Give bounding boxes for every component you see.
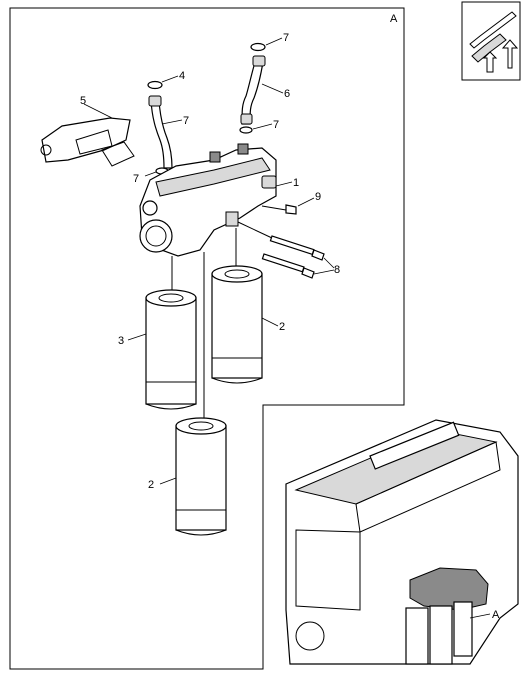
inset-filter-housing: [405, 567, 489, 665]
pipe-part-6: 6: [240, 55, 290, 125]
front-arrow-icon: [469, 11, 519, 73]
bolt-part-9: 9: [261, 191, 321, 215]
seal-ring-pipe5-top: 4: [147, 70, 185, 90]
callout-7-top: 7: [283, 32, 289, 44]
seal-ring-pipe6: 7: [239, 119, 279, 134]
oil-filter-part-2-upper: 2: [211, 265, 285, 384]
engine-block-icon: A: [285, 419, 519, 665]
callout-4: 5: [80, 95, 86, 107]
callout-2-lower: 2: [148, 479, 154, 491]
detail-frame: A: [9, 7, 405, 670]
orientation-box: [461, 1, 521, 81]
inset-label: A: [492, 609, 500, 621]
assembly-guide-lines: [171, 228, 237, 420]
callout-7-pipe5: 4: [179, 70, 185, 82]
callout-3: 3: [118, 335, 124, 347]
detail-frame-label: A: [390, 13, 398, 25]
callout-1: 1: [293, 177, 299, 189]
oil-filter-part-3: 3: [118, 289, 197, 410]
oil-filter-part-2-lower: 2: [148, 417, 227, 536]
callout-8: 8: [334, 264, 340, 276]
filter-housing-part-1: 1: [139, 143, 299, 257]
callout-6: 6: [284, 88, 290, 100]
seal-ring-top: 7: [250, 32, 289, 52]
callout-2-upper: 2: [279, 321, 285, 333]
bolt-part-8: 8: [237, 221, 340, 279]
callout-7-pipe6: 7: [273, 119, 279, 131]
gasket-part-4: 5: [40, 95, 135, 167]
pipe-part-5: 7: [148, 95, 189, 169]
callout-9: 9: [315, 191, 321, 203]
callout-5: 7: [183, 115, 189, 127]
callout-7-body: 7: [133, 173, 139, 185]
